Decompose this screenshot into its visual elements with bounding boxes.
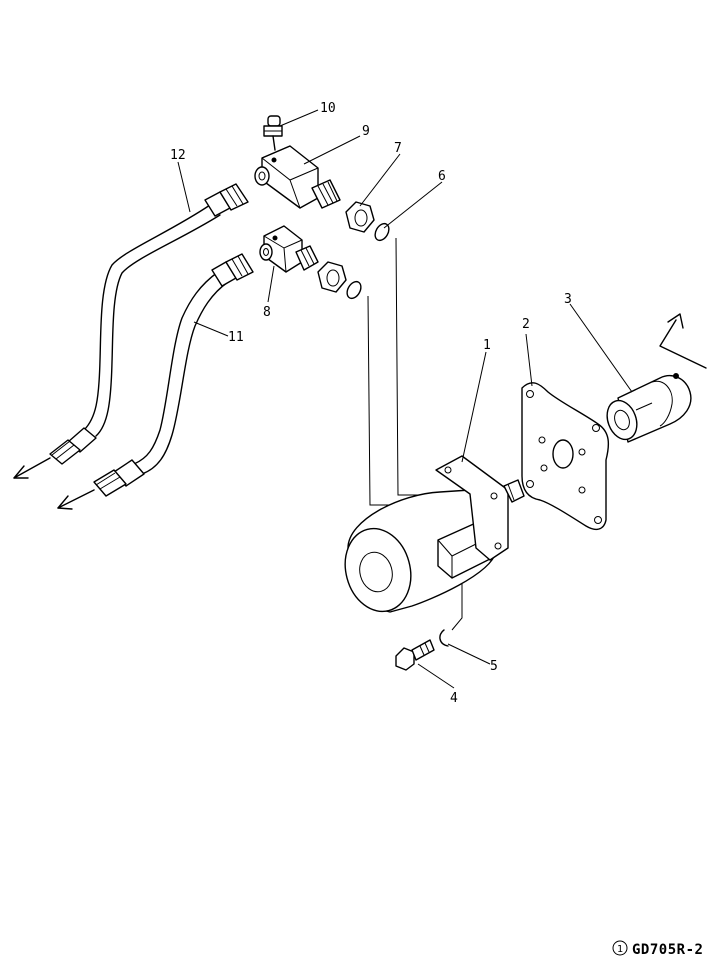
o-ring-6 [374, 222, 390, 242]
callout-1: 1 [483, 338, 491, 353]
nut-lower [317, 261, 347, 293]
motor-1 [344, 455, 525, 613]
grease-nipple-10 [263, 115, 283, 151]
arrow-3 [659, 313, 707, 369]
block-9 [254, 145, 341, 209]
plate-2 [521, 382, 610, 531]
hose-11 [93, 253, 254, 497]
callout-5: 5 [490, 659, 498, 674]
reference-code: GD705R-2 [632, 942, 703, 958]
arrow-12 [13, 457, 51, 479]
callout-11: 11 [228, 330, 244, 345]
callout-7: 7 [394, 141, 402, 156]
coupling-3 [606, 373, 692, 443]
callout-9: 9 [362, 124, 370, 139]
arrow-11 [57, 489, 95, 510]
callout-12: 12 [170, 148, 186, 163]
callout-4: 4 [450, 691, 458, 706]
callout-10: 10 [320, 101, 336, 116]
callout-leaders [177, 109, 633, 689]
o-ring-lower [346, 280, 362, 300]
callout-2: 2 [522, 317, 530, 332]
hose-12 [49, 183, 249, 465]
nut-7 [345, 201, 375, 233]
reference-marker: 1 [617, 944, 623, 955]
callout-3: 3 [564, 292, 572, 307]
callout-6: 6 [438, 169, 446, 184]
bolt-4 [395, 639, 435, 671]
callout-8: 8 [263, 305, 271, 320]
drawing-reference: 1 GD705R-2 [612, 940, 703, 958]
washer-5 [439, 629, 449, 647]
block-8 [259, 225, 319, 273]
